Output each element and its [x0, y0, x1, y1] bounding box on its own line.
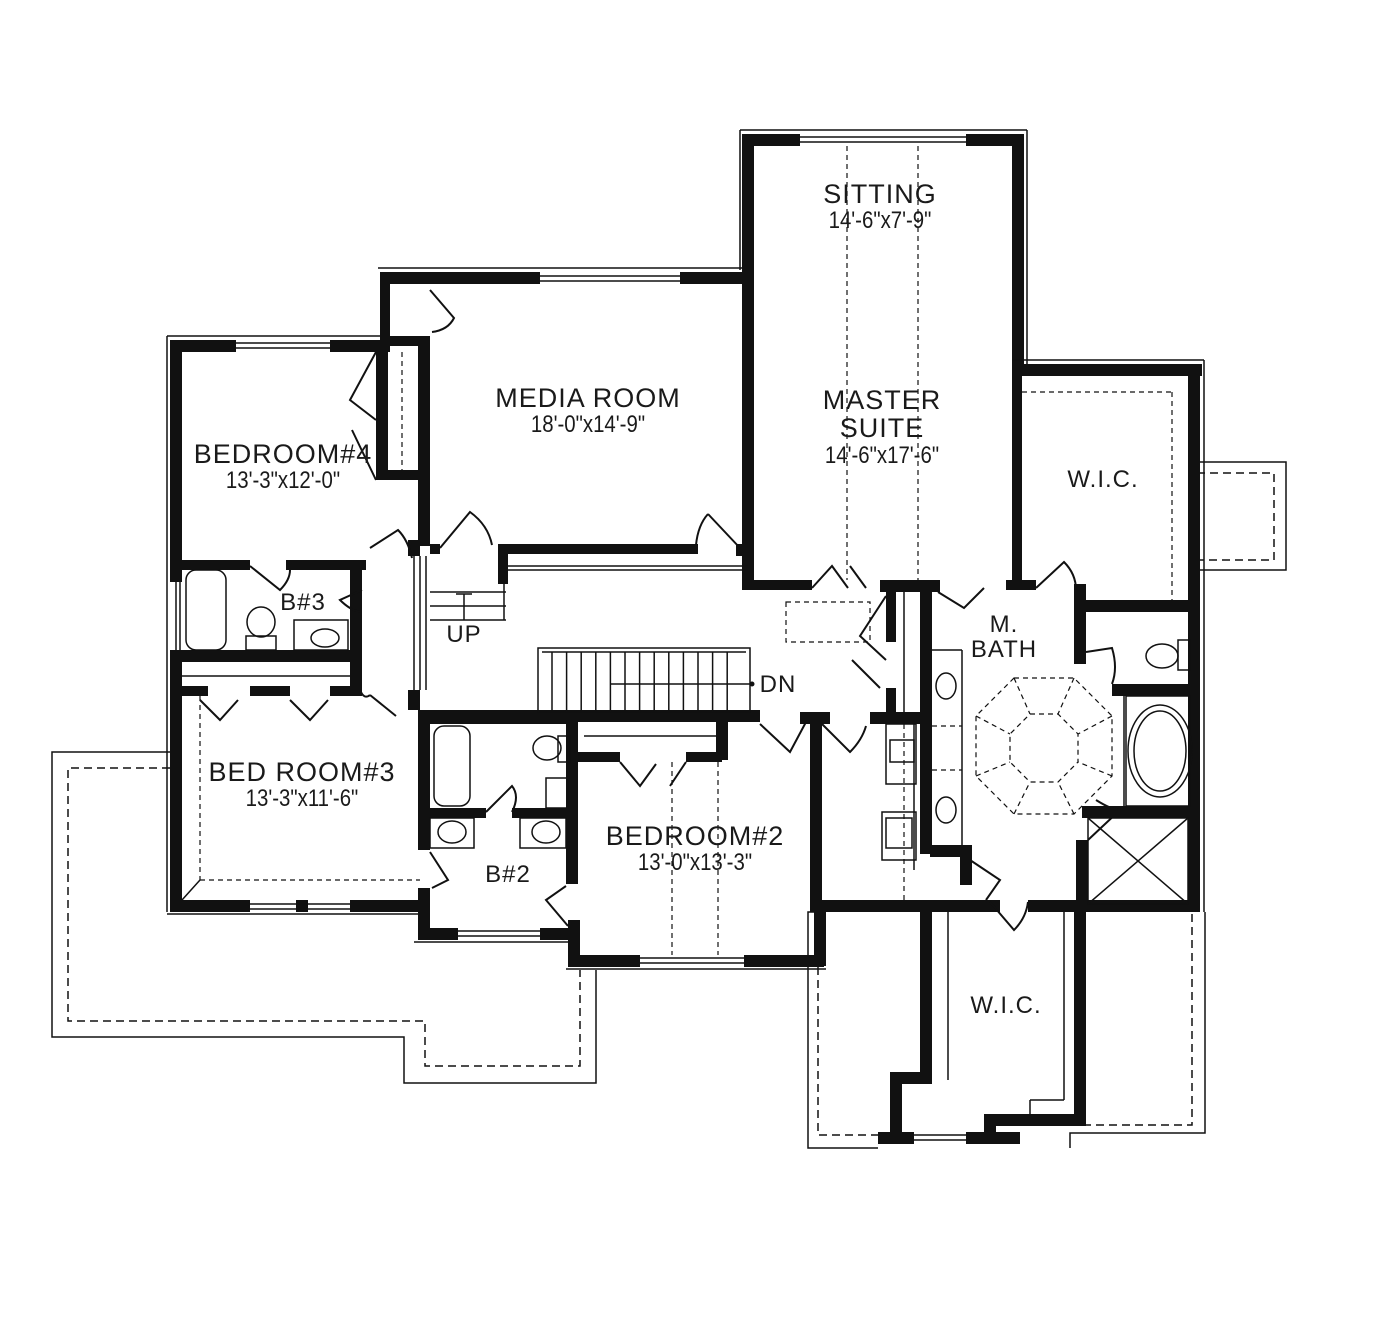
room-label-sitting: SITTING 14'-6"x7'-9"	[820, 180, 941, 234]
room-dimensions: 13'-3"x11'-6"	[245, 785, 359, 813]
room-dimensions: 14'-6"x7'-9"	[828, 207, 932, 235]
exterior-walls	[166, 129, 1205, 1144]
room-label-bath-2: B#2	[485, 862, 531, 887]
stairs-up	[430, 584, 506, 621]
room-label-media-room: MEDIA ROOM 18'-0"x14'-9"	[495, 384, 681, 438]
room-label-bedroom-2: BEDROOM#2 13'-0"x13'-3"	[606, 822, 785, 876]
room-name: W.I.C.	[970, 992, 1042, 1019]
room-name: B#2	[485, 861, 531, 888]
room-label-bedroom-3: BED ROOM#3 13'-3"x11'-6"	[208, 758, 395, 812]
room-name: BED ROOM#3	[208, 757, 396, 787]
room-name: BEDROOM#4	[193, 439, 373, 469]
porch-outline-right	[807, 461, 1287, 1149]
room-name: W.I.C.	[1067, 466, 1139, 493]
room-label-master-bath: M. BATH	[970, 611, 1038, 664]
room-name: SITTING	[823, 179, 937, 209]
interior-walls	[170, 336, 1198, 955]
room-name: B#3	[280, 589, 326, 616]
room-name-line2: BATH	[970, 636, 1038, 664]
room-label-bedroom-4: BEDROOM#4 13'-3"x12'-0"	[194, 440, 373, 494]
room-name: BEDROOM#2	[605, 821, 785, 851]
stairs-down	[537, 647, 755, 713]
room-dimensions: 14'-6"x17'-6"	[824, 441, 940, 469]
room-label-master-suite: MASTER SUITE 14'-6"x17'-6"	[815, 386, 949, 468]
room-label-bath-3: B#3	[280, 590, 326, 615]
room-name-line1: MASTER	[822, 385, 942, 415]
stairs-up-label: UP	[446, 622, 481, 647]
room-name: MEDIA ROOM	[495, 383, 681, 413]
room-dimensions: 13'-0"x13'-3"	[637, 849, 753, 877]
dn-text: DN	[759, 671, 797, 698]
room-name-line2: SUITE	[839, 413, 925, 444]
porch-outline-left	[51, 751, 597, 1084]
stairs-down-label: DN	[760, 672, 797, 697]
room-name-line1: M.	[989, 611, 1019, 638]
room-dimensions: 18'-0"x14'-9"	[530, 411, 646, 439]
doors	[199, 289, 1123, 932]
bathroom-fixtures	[185, 569, 1193, 905]
room-label-wic-upper: W.I.C.	[1067, 467, 1138, 492]
room-dimensions: 13'-3"x12'-0"	[225, 467, 341, 495]
up-text: UP	[446, 621, 482, 648]
room-label-wic-lower: W.I.C.	[970, 993, 1041, 1018]
